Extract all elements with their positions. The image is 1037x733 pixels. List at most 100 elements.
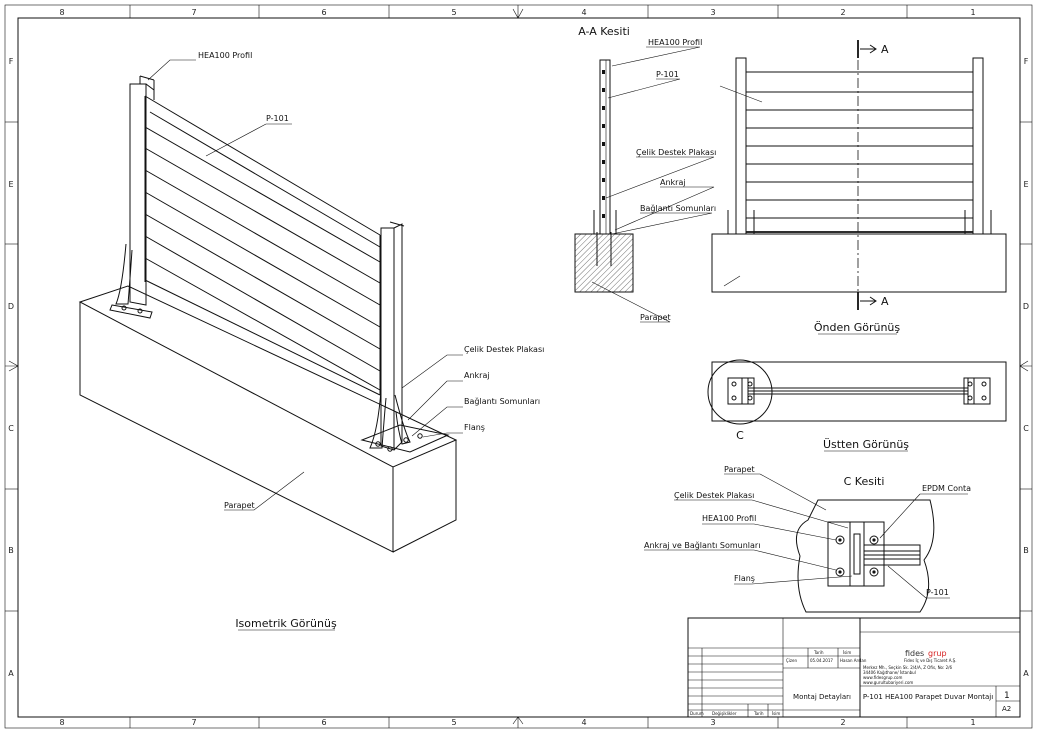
iso-parapet-block: [78, 285, 458, 553]
grid-col-top: 3: [710, 8, 715, 17]
front-parapet: [711, 233, 1007, 293]
grid-col-top: 7: [191, 8, 196, 17]
top-view-title: Üstten Görünüş: [823, 438, 909, 451]
aa-view-title: A-A Kesiti: [578, 25, 630, 38]
grid-row-left: C: [8, 424, 14, 433]
grid-row-left: A: [8, 669, 14, 678]
aa-panel-slots: [602, 70, 605, 218]
grid-row-right: C: [1023, 424, 1029, 433]
tb-drawing-title: P-101 HEA100 Parapet Duvar Montajı: [863, 693, 993, 701]
c-label-celik: Çelik Destek Plakası: [674, 491, 754, 500]
tb-address-2: 34406 Kağıthane/ İstanbul: [863, 670, 916, 675]
grid-col-top: 1: [970, 8, 975, 17]
grid-row-left: E: [8, 180, 13, 189]
company-logo-grup: grup: [928, 649, 947, 658]
tb-company-name: Fides İç ve Dış Ticaret A.Ş.: [904, 658, 956, 663]
grid-col-top: 6: [321, 8, 326, 17]
c-label-flans: Flanş: [734, 574, 755, 583]
section-mark-bottom: A: [881, 295, 889, 308]
grid-row-right: B: [1023, 546, 1029, 555]
grid-row-labels: F E D C B A F E D C B A: [8, 57, 1029, 678]
aa-label-ankraj: Ankraj: [660, 178, 686, 187]
company-logo-fides: fides: [905, 649, 924, 658]
tb-foot-tarih: Tarih: [753, 711, 764, 716]
grid-row-left: D: [8, 302, 14, 311]
c-label-epdm: EPDM Conta: [922, 484, 971, 493]
tb-col-tarih: Tarih: [813, 650, 824, 655]
tb-row-cizen: Çizen: [786, 658, 797, 663]
c-view-title: C Kesiti: [844, 475, 885, 488]
front-panel: [746, 71, 973, 233]
tb-drawn-by: Hasan Arslan: [840, 658, 867, 663]
front-view: A A Önden Görünüş: [711, 40, 1007, 335]
aa-column: [599, 59, 611, 235]
detail-c-circle: [707, 359, 773, 425]
tb-foot-durum: Durum: [690, 711, 704, 716]
top-view: C Üstten Görünüş: [707, 359, 1007, 452]
iso-label-ankraj: Ankraj: [464, 371, 490, 380]
grid-col-top: 8: [59, 8, 64, 17]
c-leaders: [644, 473, 968, 599]
c-section-view: C Kesiti Parapet Çelik Destek Plakası HE…: [644, 465, 971, 613]
tb-paper-size: A2: [1002, 705, 1011, 713]
grid-col-bottom: 6: [321, 718, 326, 727]
tb-section-name: Montaj Detayları: [793, 693, 851, 701]
grid-row-left: B: [8, 546, 14, 555]
iso-label-flans: Flanş: [464, 423, 485, 432]
grid-row-left: F: [9, 57, 14, 66]
c-label-p101: P-101: [926, 588, 949, 597]
aa-label-p101: P-101: [656, 70, 679, 79]
iso-label-parapet: Parapet: [224, 501, 255, 510]
grid-row-right: F: [1024, 57, 1029, 66]
iso-view-title: Isometrik Görünüş: [235, 617, 337, 630]
iso-label-p101: P-101: [266, 114, 289, 123]
aa-label-baglanti: Bağlantı Somunları: [640, 204, 716, 213]
aa-label-parapet: Parapet: [640, 313, 671, 322]
tb-address-1: Merkez Mh., Seçkin Sk. 2/4/A, Z Ofis, No…: [863, 665, 953, 670]
grid-row-right: D: [1023, 302, 1029, 311]
tb-date: 05.04.2017: [810, 658, 833, 663]
tb-sheet-no: 1: [1004, 691, 1010, 701]
grid-col-bottom: 1: [970, 718, 975, 727]
aa-leaders: [591, 46, 715, 323]
iso-panel: [144, 95, 381, 396]
grid-col-top: 5: [451, 8, 456, 17]
grid-column-labels: 8 7 6 5 4 3 2 1 8 7 6 5 4 3 2 1: [59, 8, 975, 727]
grid-col-bottom: 3: [710, 718, 715, 727]
grid-col-bottom: 8: [59, 718, 64, 727]
aa-section-view: A-A Kesiti HEA100 Profil P-101: [574, 25, 716, 323]
c-label-ankraj: Ankraj ve Bağlantı Somunları: [644, 541, 760, 550]
isometric-view: HEA100 Profil P-101 Çelik Destek Plakası…: [78, 51, 544, 631]
sheet-frame: [4, 4, 1033, 729]
grid-col-bottom: 5: [451, 718, 456, 727]
c-label-parapet: Parapet: [724, 465, 755, 474]
tb-web-1: www.fidesgrup.com: [863, 675, 902, 680]
detail-c-mark: C: [736, 429, 744, 442]
title-block: Tarih İsim Çizen 05.04.2017 Hasan Arslan…: [687, 617, 1021, 718]
section-mark-top: A: [881, 43, 889, 56]
grid-col-bottom: 7: [191, 718, 196, 727]
tb-web-2: www.gurultubariyeri.com: [863, 680, 913, 685]
grid-col-top: 4: [581, 8, 586, 17]
c-label-hea: HEA100 Profil: [702, 514, 756, 523]
tb-col-isim: İsim: [843, 650, 851, 655]
grid-col-top: 2: [840, 8, 845, 17]
iso-label-baglanti: Bağlantı Somunları: [464, 397, 540, 406]
iso-label-celik: Çelik Destek Plakası: [464, 345, 544, 354]
front-view-title: Önden Görünüş: [814, 321, 901, 334]
front-left-column: [735, 57, 747, 235]
aa-label-celik: Çelik Destek Plakası: [636, 148, 716, 157]
iso-left-column: [109, 75, 155, 319]
grid-row-right: E: [1023, 180, 1028, 189]
front-right-column: [972, 57, 984, 235]
tb-foot-isim: İsim: [772, 711, 780, 716]
iso-right-column: [360, 221, 450, 453]
grid-col-bottom: 2: [840, 718, 845, 727]
aa-parapet-hatch: [574, 233, 634, 293]
grid-row-right: A: [1023, 669, 1029, 678]
iso-leaders: [147, 59, 463, 511]
iso-label-hea: HEA100 Profil: [198, 51, 252, 60]
grid-col-bottom: 4: [581, 718, 586, 727]
aa-label-hea: HEA100 Profil: [648, 38, 702, 47]
